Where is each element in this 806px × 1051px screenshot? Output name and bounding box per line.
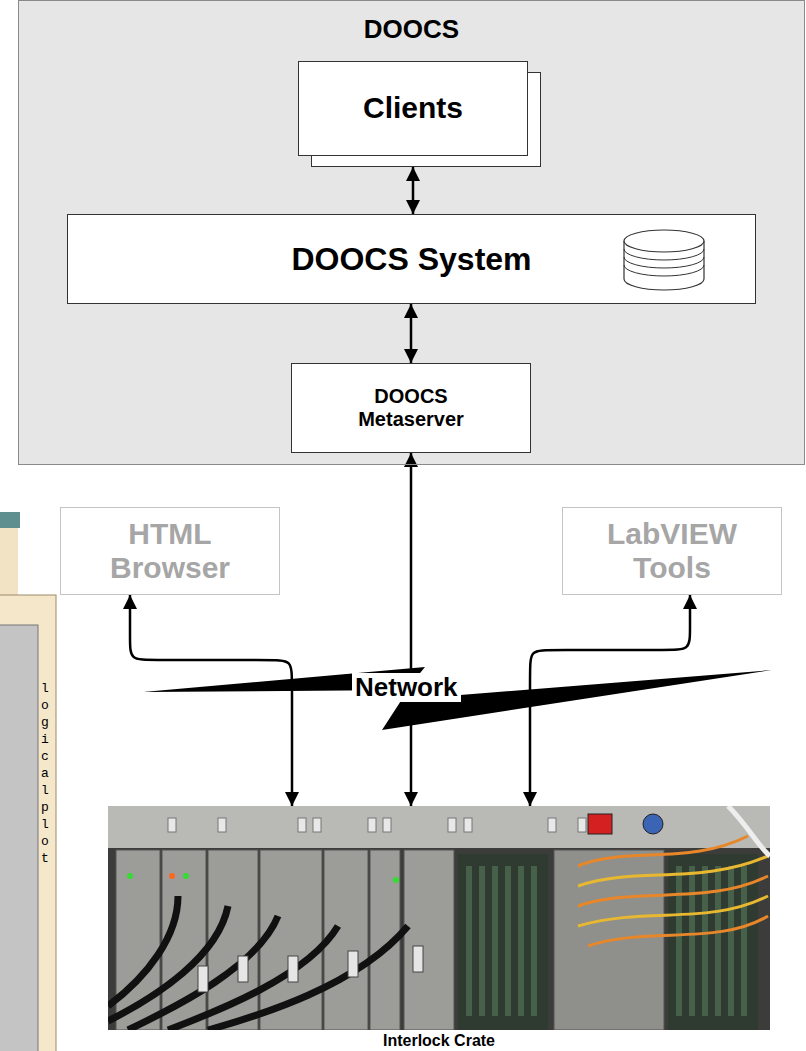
bidirectional-arrow xyxy=(130,595,292,806)
crate-photo xyxy=(108,806,770,1030)
process-box: Clients xyxy=(298,61,528,156)
system-group: DOOCS ClientsDOOCS SystemDOOCS Metaserver xyxy=(18,0,805,465)
network-label: Network xyxy=(352,673,461,702)
window-panel xyxy=(0,625,38,1051)
box-label: DOOCS Metaserver xyxy=(346,385,476,431)
bidirectional-arrow xyxy=(410,453,413,806)
bidirectional-arrow xyxy=(530,595,690,806)
window-panel xyxy=(0,595,56,1051)
bidirectional-arrow xyxy=(412,167,415,214)
network-bolt xyxy=(143,667,772,730)
group-ground xyxy=(18,0,805,465)
photo-caption: Interlock Crate xyxy=(108,1032,770,1050)
window-icon xyxy=(0,512,20,528)
window-panel xyxy=(0,528,18,595)
box-label: Clients xyxy=(363,91,463,126)
group-title: DOOCS xyxy=(19,15,804,45)
process-box: DOOCS System xyxy=(67,214,756,304)
window-text: logical plot xyxy=(41,680,54,867)
process-box: DOOCS Metaserver xyxy=(291,363,531,453)
box-label: LabVIEW Tools xyxy=(587,517,757,586)
external-box: LabVIEW Tools xyxy=(562,507,782,595)
hardware-photo: Interlock Crate xyxy=(108,806,770,1050)
bidirectional-arrow xyxy=(410,304,413,363)
database-icon xyxy=(622,227,706,293)
box-label: HTML Browser xyxy=(85,517,255,586)
box-label: DOOCS System xyxy=(291,241,531,278)
external-box: HTML Browser xyxy=(60,507,280,595)
